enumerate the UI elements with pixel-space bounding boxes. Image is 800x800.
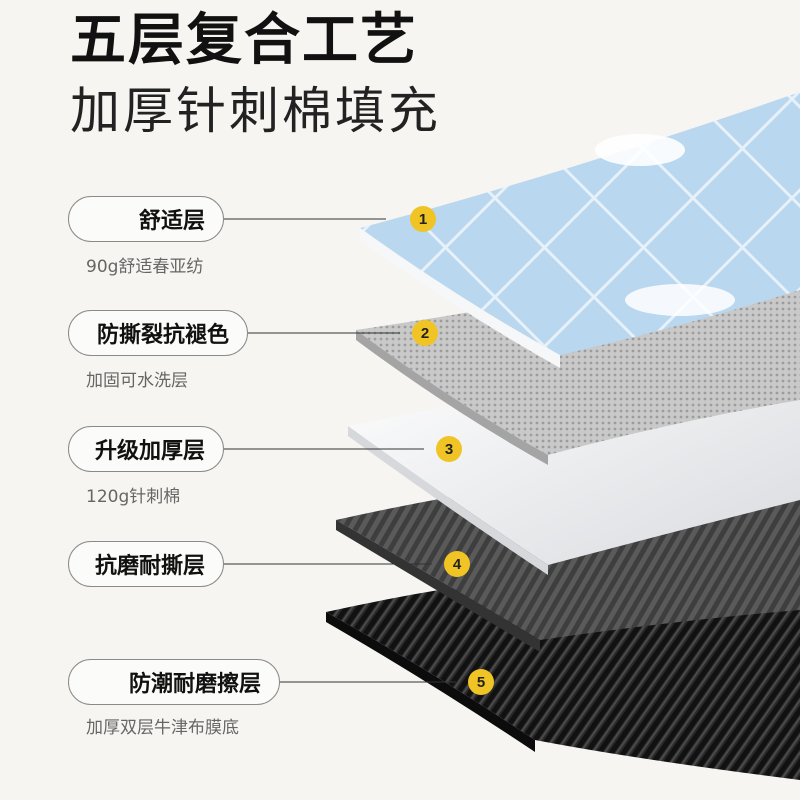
leader-lines xyxy=(222,218,456,683)
label-desc-3: 120g针刺棉 xyxy=(86,487,181,507)
badge-5: 5 xyxy=(468,669,494,695)
badge-2: 2 xyxy=(412,320,438,346)
headline: 五层复合工艺 xyxy=(70,8,418,73)
layer-1-comfort-fabric xyxy=(360,92,800,368)
badge-3: 3 xyxy=(436,436,462,462)
subheadline: 加厚针刺棉填充 xyxy=(70,82,441,140)
badge-4: 4 xyxy=(444,551,470,577)
badge-1: 1 xyxy=(410,206,436,232)
label-pill-3: 升级加厚层 xyxy=(68,426,224,472)
label-pill-4: 抗磨耐撕层 xyxy=(68,541,224,587)
label-desc-2: 加固可水洗层 xyxy=(86,371,188,391)
label-desc-1: 90g舒适春亚纺 xyxy=(86,257,204,277)
label-pill-2: 防撕裂抗褪色 xyxy=(68,310,248,356)
label-pill-1: 舒适层 xyxy=(68,196,224,242)
label-pill-5: 防潮耐磨擦层 xyxy=(68,659,280,705)
label-desc-5: 加厚双层牛津布膜底 xyxy=(86,718,239,738)
